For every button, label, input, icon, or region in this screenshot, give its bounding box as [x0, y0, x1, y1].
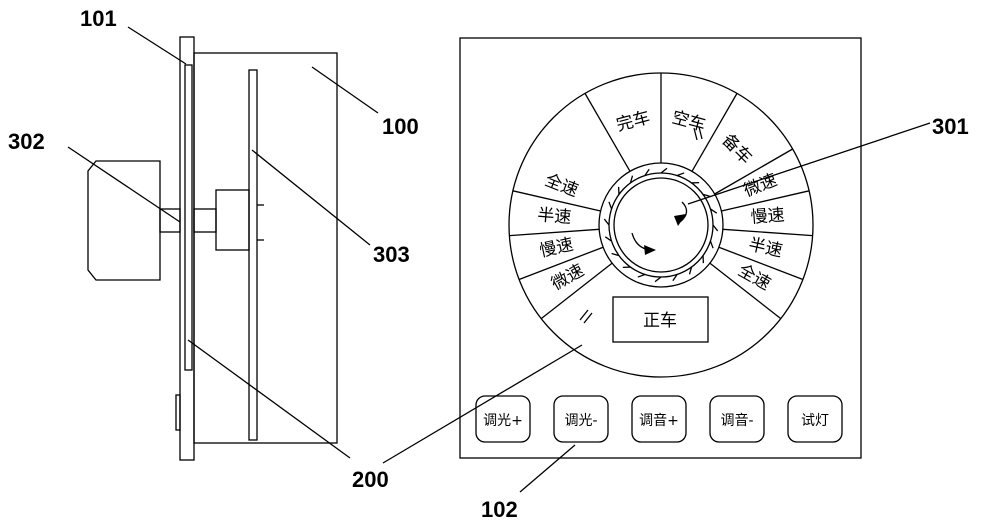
panel-button-label: 调光- [564, 413, 597, 429]
panel-button[interactable] [475, 395, 531, 443]
side-view [87, 36, 338, 461]
knob-shaft [159, 208, 181, 233]
knob-ridge [654, 276, 662, 283]
sector-divider [714, 148, 793, 195]
front-panel [459, 37, 862, 459]
panel-button[interactable] [709, 395, 765, 443]
leader-lines [67, 26, 931, 493]
knob-ridge [611, 252, 620, 257]
knob-ridge [712, 224, 719, 232]
ref-101: 101 [80, 6, 117, 31]
ref-303: 303 [373, 242, 410, 267]
sector-label-left: 慢速 [538, 234, 576, 262]
knob-ridge [629, 175, 634, 184]
forward-label-box [612, 296, 709, 343]
sector-divider [540, 262, 613, 320]
knob-ridge [604, 236, 612, 242]
sector-divider [718, 246, 804, 281]
sector-divider [722, 228, 813, 237]
knob-ridge [608, 201, 613, 210]
bottom-tab [175, 394, 181, 431]
coupling-block [215, 189, 250, 251]
panel-button-label: 调音- [720, 412, 753, 429]
sector-label-left: 半速 [537, 205, 572, 228]
knob-ridge [710, 208, 718, 214]
panel-button[interactable] [631, 395, 687, 443]
ref-102: 102 [481, 497, 518, 522]
panel-button-label: 调音+ [639, 412, 679, 429]
sector-label-top: 完车 [614, 108, 652, 136]
knob-ridge [672, 274, 678, 282]
sector-divider [518, 246, 604, 281]
panel-button-label: 试灯 [801, 413, 829, 429]
sector-label-right: 半速 [747, 235, 785, 262]
knob-body [87, 160, 161, 281]
rotation-arrow-lower-head [644, 245, 656, 255]
sector-divider [691, 93, 738, 172]
shaft-inner [193, 208, 217, 233]
housing-box [193, 52, 338, 444]
inner-disc [248, 69, 258, 441]
dial-inner-ring [598, 162, 724, 288]
sector-divider [512, 190, 601, 212]
knob-inner [613, 177, 709, 273]
sector-label-top: 备车 [718, 130, 756, 168]
sector-divider [721, 190, 810, 212]
sector-divider [509, 228, 600, 237]
sector-label-left: 全速 [542, 170, 581, 201]
knob-ridge [702, 193, 711, 198]
rotation-arrow-upper-head [674, 214, 686, 226]
knob-outer [608, 172, 714, 278]
panel-button[interactable] [553, 395, 609, 443]
forward-label: 正车 [643, 311, 677, 331]
panel-button-label: 调光+ [483, 413, 523, 429]
sector-divider [584, 93, 631, 172]
knob-ridge [676, 172, 685, 177]
inner-plate [184, 64, 193, 371]
knob-ridge [688, 266, 693, 275]
ref-302: 302 [8, 129, 45, 154]
knob-ridge [644, 168, 650, 176]
panel-button[interactable] [787, 395, 843, 443]
ref-301: 301 [932, 114, 969, 139]
knob-ridge [603, 218, 610, 226]
knob-ridge [637, 273, 646, 278]
ref-100: 100 [382, 114, 419, 139]
sector-divider [709, 262, 782, 320]
knob-ridge [660, 167, 668, 174]
ref-200: 200 [352, 467, 389, 492]
front-view: 正车 完车空车备车微速慢速半速全速微速慢速半速全速 调光+调光-调音+调音-试灯 [459, 37, 862, 459]
sector-label-right: 慢速 [750, 204, 786, 228]
knob-ridge [709, 240, 714, 249]
sector-label-top: 空车 [670, 108, 708, 136]
